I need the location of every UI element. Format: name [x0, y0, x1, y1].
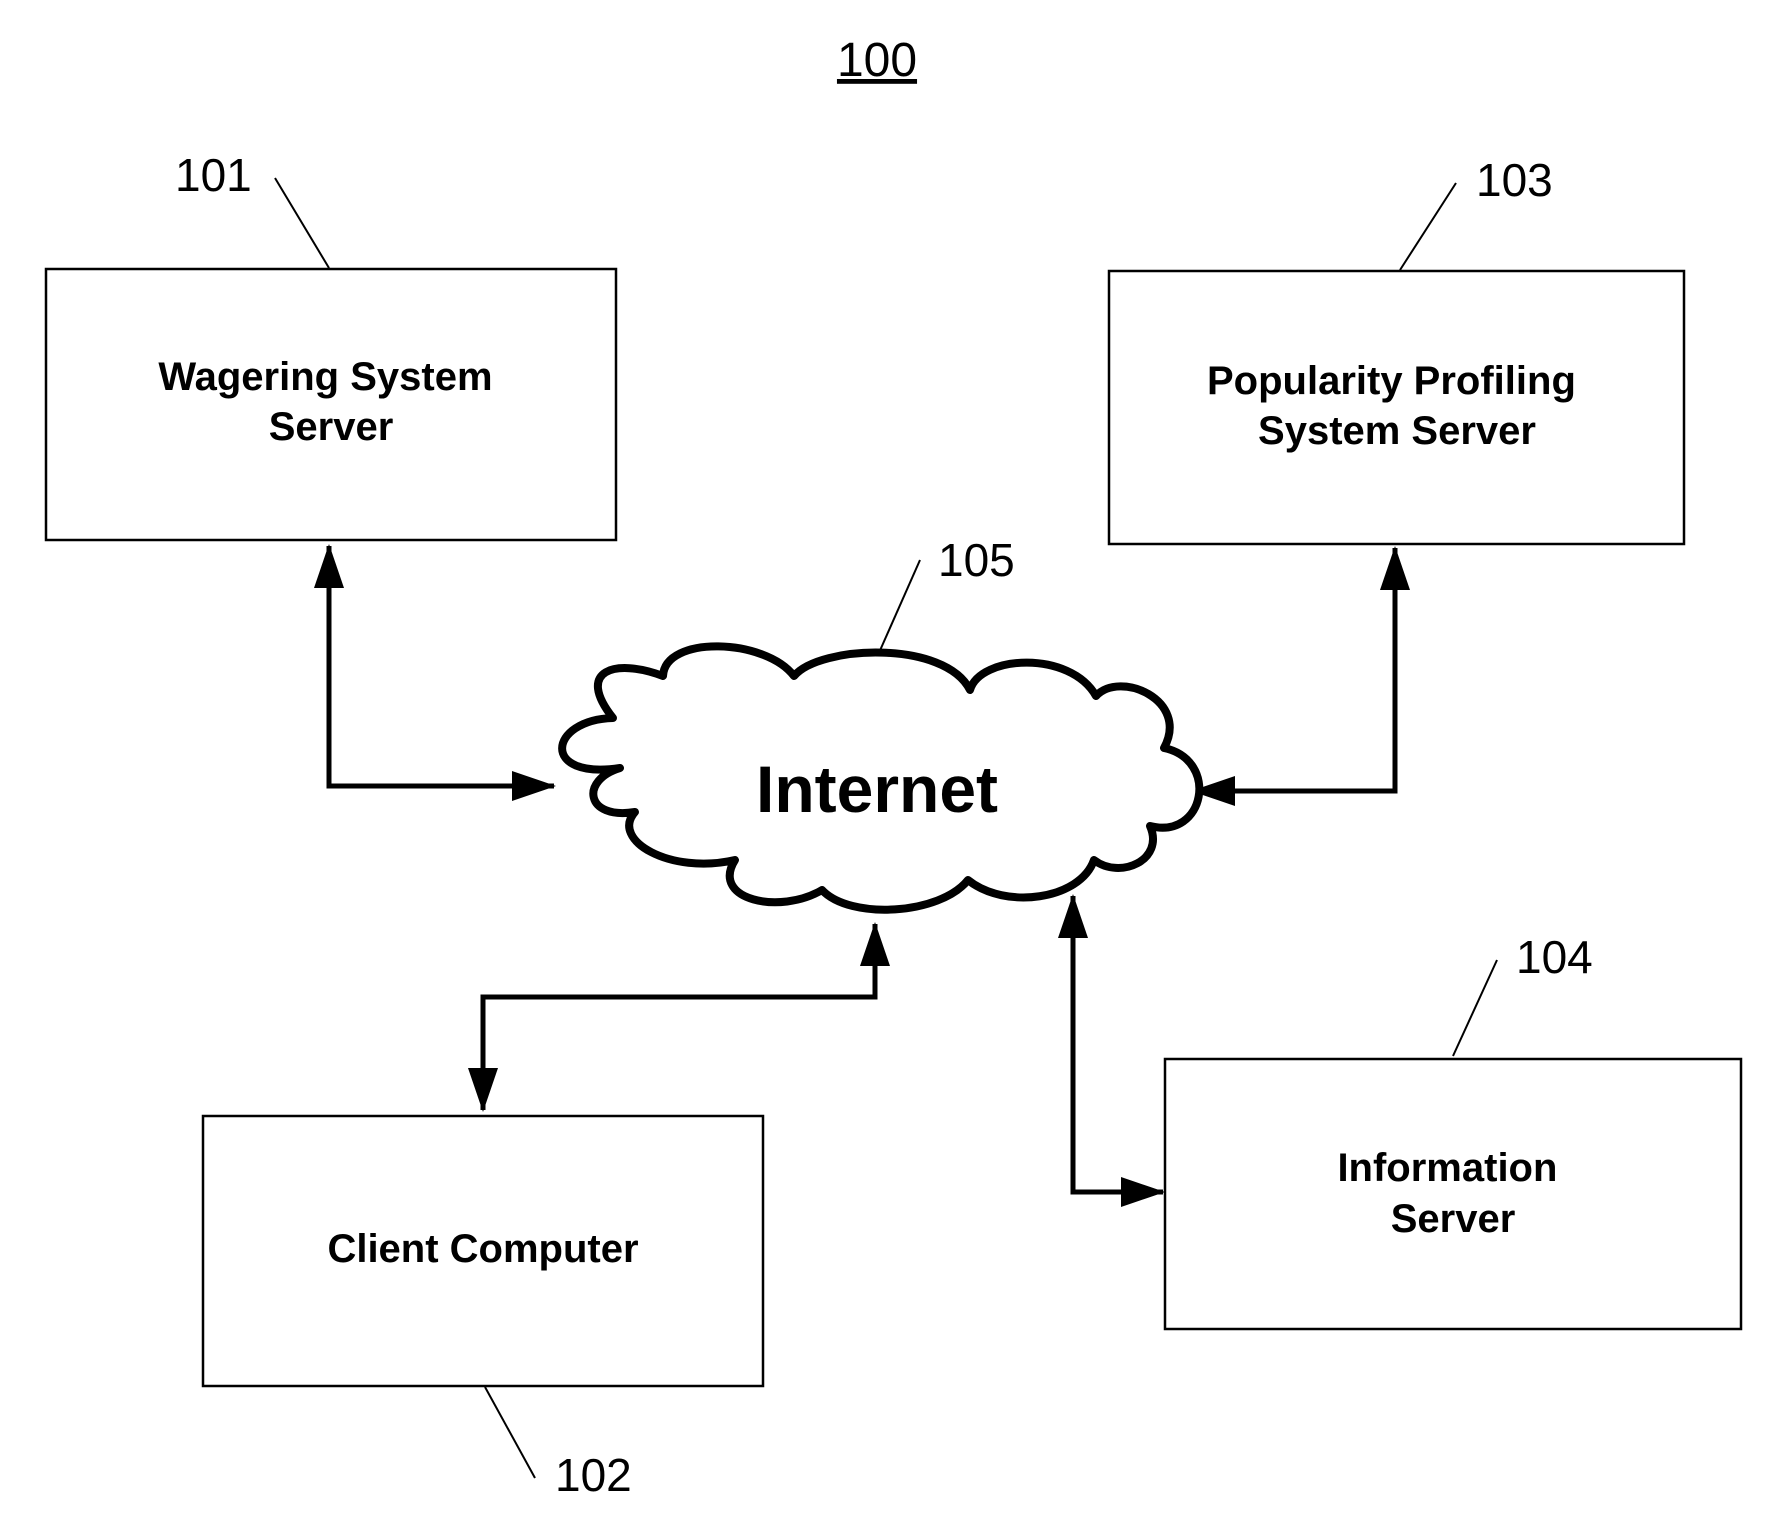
client-computer-node: Client Computer: [203, 1116, 763, 1386]
ref-label-104: 104: [1516, 931, 1593, 983]
popularity-server-label-line-1: Popularity Profiling: [1207, 359, 1576, 403]
wagering-server-label-line-2: Server: [269, 405, 394, 449]
popularity-server-node: Popularity Profiling System Server: [1109, 271, 1684, 544]
information-server-label-line-1: Information: [1337, 1146, 1557, 1190]
popularity-internet-connector: [1193, 548, 1395, 791]
information-server-label-line-2: Server: [1391, 1197, 1516, 1241]
popularity-server-box: [1109, 271, 1684, 544]
ref-label-105: 105: [938, 534, 1015, 586]
information-server-box: [1165, 1059, 1741, 1329]
client-computer-label-line-1: Client Computer: [327, 1227, 638, 1271]
information-internet-connector: [1073, 896, 1163, 1192]
figure-number: 100: [837, 34, 917, 87]
leader-line-101: [275, 178, 329, 268]
internet-label: Internet: [756, 752, 998, 826]
wagering-internet-connector: [329, 546, 554, 786]
ref-label-102: 102: [555, 1449, 632, 1501]
ref-label-103: 103: [1476, 154, 1553, 206]
internet-node: Internet: [562, 646, 1199, 909]
client-computer-label: Client Computer: [327, 1227, 638, 1271]
popularity-server-label-line-2: System Server: [1258, 409, 1536, 453]
leader-line-104: [1453, 960, 1497, 1056]
leader-line-105: [878, 560, 920, 655]
information-server-node: Information Server: [1165, 1059, 1741, 1329]
leader-line-102: [485, 1387, 535, 1478]
leader-line-103: [1400, 183, 1456, 270]
client-internet-connector: [483, 924, 875, 1110]
ref-label-101: 101: [175, 149, 252, 201]
wagering-server-label-line-1: Wagering System: [158, 355, 492, 399]
wagering-server-node: Wagering System Server: [46, 269, 616, 540]
